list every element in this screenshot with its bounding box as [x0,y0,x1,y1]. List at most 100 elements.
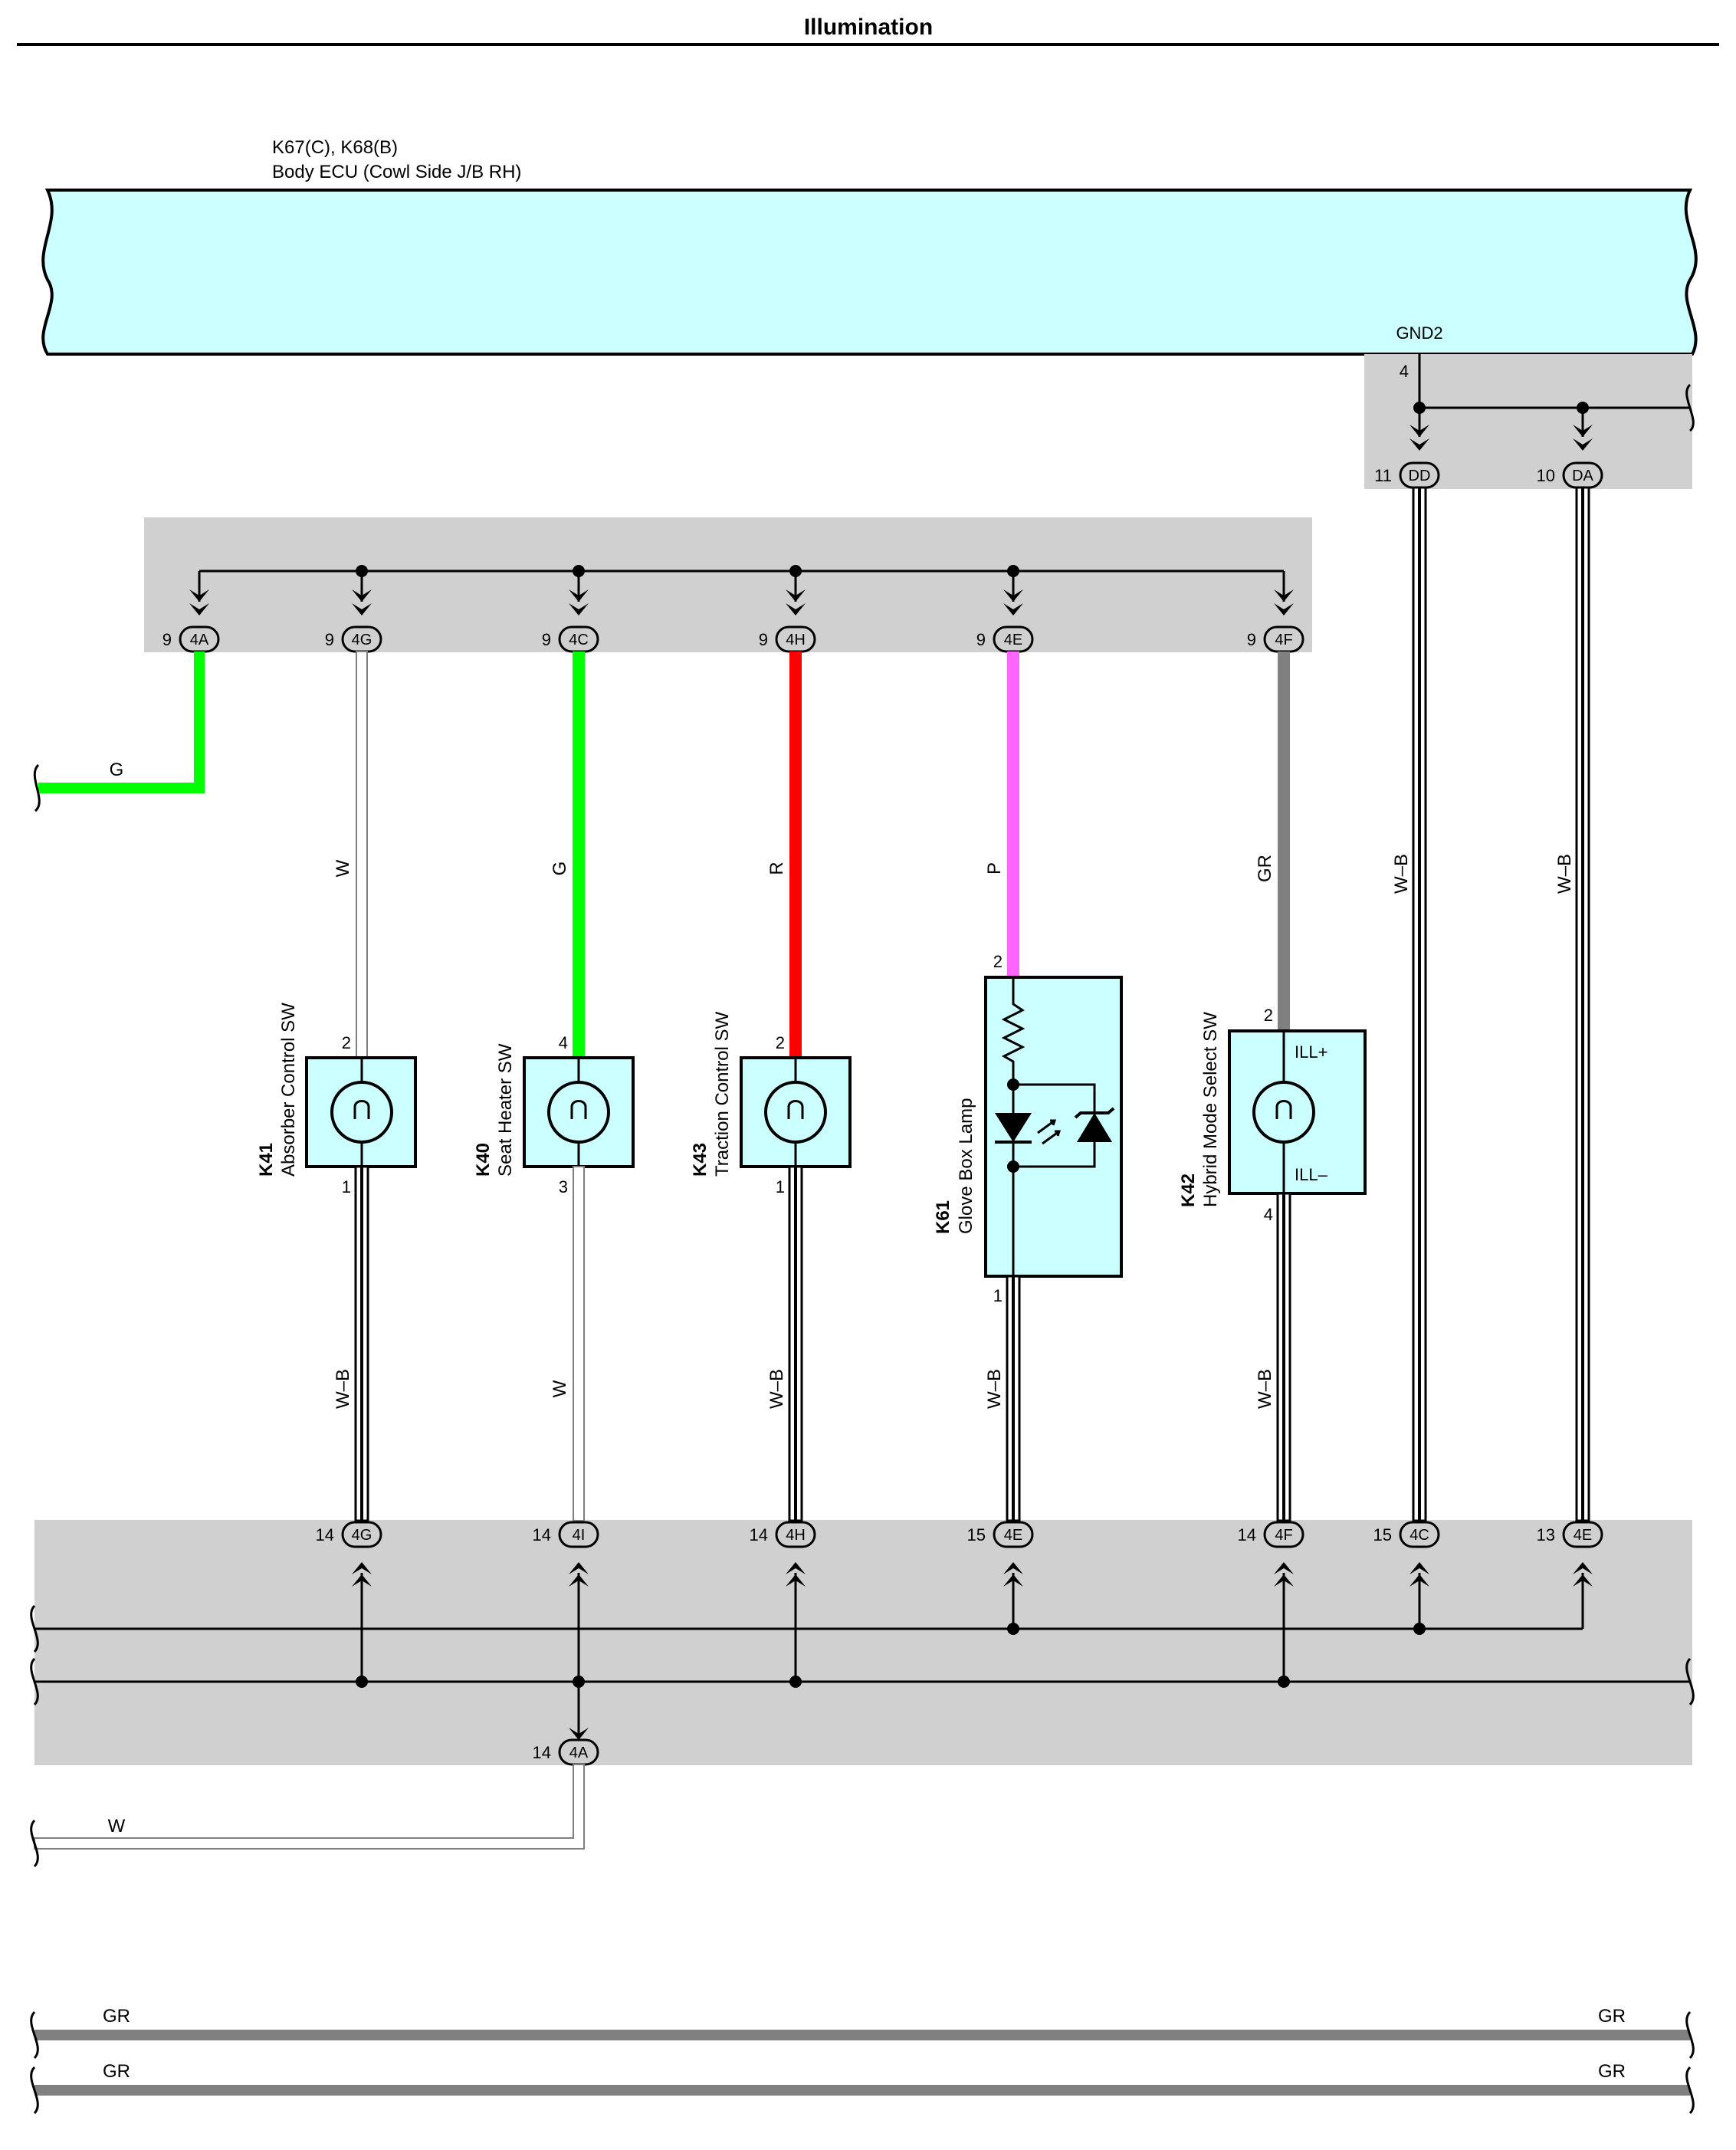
component-name: Absorber Control SW [278,1003,299,1177]
component-code: K42 [1178,1173,1199,1207]
connector-code: 4I [573,1527,586,1544]
pin-out: 1 [993,1286,1003,1305]
connector-pin: 9 [542,630,551,649]
resistor-icon [1001,977,1026,1085]
bottom-connector: 14 4H [750,1521,816,1548]
k43-traction-control-sw: 2 1 K43 Traction Control SW [690,1011,852,1196]
wire-label: W [550,1380,570,1397]
connector-pin: 13 [1537,1525,1555,1544]
bottom-junction-area [34,1520,1692,1765]
zener-diode-icon [1077,1113,1112,1142]
connector-pin: 14 [533,1743,551,1762]
connector-pin: 9 [325,630,334,649]
chevron-down-icon [1409,425,1429,451]
connector-oval [1399,1521,1440,1548]
wire-label: G [110,760,124,780]
light-rays-icon [1037,1119,1062,1145]
wire-break [30,2010,39,2060]
pin-out: 3 [559,1177,568,1196]
connector-code: 4A [569,1745,589,1761]
k61-glove-box-lamp: 2 1 K61 Glove Box Lamp [933,952,1123,1305]
gnd-bus-break [1685,383,1695,432]
wire-label: W [333,859,353,877]
pin-in: 4 [559,1033,568,1052]
connector-pin: 11 [1374,466,1392,485]
bottom-connector: 14 4F [1238,1521,1304,1548]
connector-code: 4H [786,632,806,648]
bottom-bus-2 [34,1573,1690,1740]
component-name: Hybrid Mode Select SW [1200,1012,1221,1207]
ecu-body [41,189,1698,356]
lamp-icon [547,1081,610,1144]
connector-pin: 10 [1537,466,1555,485]
wire-break [1685,1657,1695,1706]
gnd2-label: GND2 [1396,323,1442,343]
wire-w-out [34,1764,585,1850]
lamp-icon [764,1081,827,1144]
pin-in: 2 [776,1033,785,1052]
bottom-connector: 15 4E [967,1521,1034,1548]
wire-break [33,763,41,812]
wire-g-left [38,652,205,793]
bottom-connector: 13 4E [1537,1521,1603,1548]
splice-dot [573,565,585,577]
wire-label: W–B [333,1369,353,1409]
led-icon [995,1113,1032,1142]
component-name: Glove Box Lamp [956,1098,976,1234]
connector-oval [341,1521,382,1548]
wire-w [573,1166,585,1521]
splice-dot [356,565,368,577]
component-code: K43 [690,1143,710,1177]
lamp-icon [330,1081,393,1144]
wire-label: W [108,1816,126,1837]
pin-out: 4 [1264,1205,1273,1224]
connector-code: 4G [352,632,372,648]
wire-label: W–B [1255,1369,1275,1409]
page-title: Illumination [804,15,933,40]
wire-break [30,1819,39,1868]
chevron-down-icon [1573,425,1593,451]
connector-code: 4E [1574,1527,1592,1544]
top-splice-area [144,517,1312,652]
connector-oval [558,1521,599,1548]
component-name: Traction Control SW [712,1011,733,1177]
ecu-name: Body ECU (Cowl Side J/B RH) [272,162,521,182]
splice-dot [1007,565,1019,577]
connector-pin: 14 [316,1525,334,1544]
wire-break [30,1657,39,1706]
wire-label: GR [1598,2006,1626,2027]
connector-code: 4H [786,1527,806,1544]
connector-pin: 15 [1373,1525,1392,1544]
top-connector: 9 4E [976,625,1034,653]
bottom-bus-1 [34,1573,1584,1630]
bottom-connector: 15 4C [1373,1521,1440,1548]
connector-oval [993,1521,1034,1548]
top-connector: 9 4C [542,625,599,653]
ecu-ref: K67(C), K68(B) [272,137,398,158]
ill-minus-label: ILL– [1295,1165,1328,1184]
connector-4a-bottom: 14 4A [533,1738,599,1766]
chevron-down-icon [189,589,1294,615]
connector-code: 4E [1004,632,1022,648]
wire-label: GR [1255,855,1275,882]
k41-absorber-control-sw: 2 1 K41 Absorber Control SW [256,1003,417,1196]
top-connector: 9 4H [759,625,816,653]
connector-code: 4F [1275,1527,1292,1544]
wire-w [356,651,368,1059]
ill-plus-label: ILL+ [1295,1042,1327,1062]
pin-in: 2 [1264,1006,1273,1025]
connector-oval [1263,1521,1304,1548]
connector-code: 4C [569,632,589,648]
connector-code: 4E [1004,1527,1022,1544]
gnd2-pin: 4 [1400,362,1409,381]
top-connector: 9 4A [162,625,220,653]
connector-code: 4F [1275,632,1292,648]
connector-pin: 9 [759,630,768,649]
wire-label: W–B [766,1369,787,1409]
connector-code: DD [1409,468,1431,484]
bottom-connector: 14 4G [316,1521,382,1548]
wire-break [30,1604,39,1653]
wire-break [1685,2066,1695,2115]
connector-pin: 14 [750,1525,768,1544]
wire-label: R [766,862,787,875]
